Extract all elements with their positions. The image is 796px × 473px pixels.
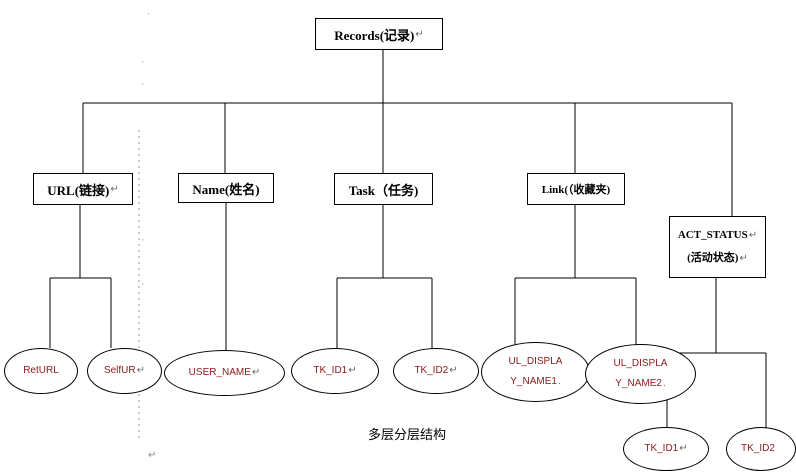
leaf-label: TK_ID2 bbox=[741, 443, 775, 454]
leaf-node-tk-id2: TK_ID2↵ bbox=[393, 348, 479, 394]
leaf-label: TK_ID1 bbox=[313, 365, 348, 376]
paragraph-mark: ↵ bbox=[748, 230, 758, 241]
category-label: Name(姓名) bbox=[192, 181, 260, 197]
paragraph-mark: . bbox=[557, 376, 561, 387]
paragraph-mark: . bbox=[662, 378, 666, 389]
category-node-task: Task（任务) bbox=[334, 173, 433, 205]
leaf-node-returl: RetURL bbox=[4, 348, 78, 394]
paragraph-mark: ↵ bbox=[679, 443, 688, 454]
leaf-label: TK_ID1 bbox=[644, 443, 679, 454]
paragraph-mark: ↵ bbox=[348, 365, 357, 376]
leaf-label: RetURL bbox=[23, 365, 59, 376]
root-node-records: Records(记录)↵ bbox=[315, 18, 443, 50]
leaf-node-tk-id1: TK_ID1↵ bbox=[291, 348, 379, 394]
paragraph-mark: ↵ bbox=[136, 365, 146, 376]
leaf-node-act-tk-id2: TK_ID2 bbox=[726, 427, 796, 471]
leaf-node-ul-display-name2: UL_DISPLA Y_NAME2. bbox=[585, 344, 696, 404]
leaf-node-user-name: USER_NAME↵ bbox=[164, 350, 285, 396]
paragraph-mark: ↵ bbox=[251, 367, 261, 378]
paragraph-mark: ↵ bbox=[739, 253, 748, 264]
category-label: ACT_STATUS bbox=[677, 229, 748, 241]
gutter-mark: ' bbox=[142, 238, 144, 247]
category-node-url: URL(链接)↵ bbox=[33, 173, 133, 205]
gutter-mark: ' bbox=[142, 282, 144, 291]
diagram-caption: 多层分层结构 bbox=[368, 424, 446, 443]
category-label: Link(（收藏夹) bbox=[541, 184, 611, 196]
paragraph-mark: ↵ bbox=[415, 28, 424, 40]
paragraph-mark: ↵ bbox=[148, 450, 157, 461]
gutter-mark: ' bbox=[142, 60, 144, 69]
paragraph-mark: ↵ bbox=[110, 183, 119, 195]
leaf-label: SelfUR bbox=[103, 365, 136, 376]
leaf-label: TK_ID2 bbox=[414, 365, 449, 376]
gutter-mark: ' bbox=[148, 12, 150, 21]
leaf-label: UL_DISPLA bbox=[508, 356, 563, 367]
leaf-label: USER_NAME bbox=[188, 367, 251, 378]
leaf-node-selfurl: SelfUR↵ bbox=[87, 348, 162, 394]
root-node-label: Records(记录) bbox=[334, 27, 415, 43]
leaf-label-line2: Y_NAME1 bbox=[510, 376, 557, 387]
category-node-act-status: ACT_STATUS↵ (活动状态)↵ bbox=[669, 216, 766, 278]
caption-text: 多层分层结构 bbox=[368, 428, 447, 443]
category-label: Task（任务) bbox=[348, 182, 419, 198]
paragraph-mark: ↵ bbox=[449, 365, 458, 376]
leaf-node-ul-display-name1: UL_DISPLA Y_NAME1. bbox=[481, 342, 590, 402]
category-node-link: Link(（收藏夹) bbox=[527, 173, 625, 205]
gutter-mark: ' bbox=[142, 82, 144, 91]
leaf-label: UL_DISPLA bbox=[613, 358, 668, 369]
leaf-label-line2: Y_NAME2 bbox=[615, 378, 662, 389]
category-label: URL(链接) bbox=[47, 182, 110, 198]
category-label-line2: (活动状态) bbox=[687, 252, 739, 264]
leaf-node-act-tk-id1: TK_ID1↵ bbox=[623, 427, 709, 471]
category-node-name: Name(姓名) bbox=[178, 173, 274, 203]
